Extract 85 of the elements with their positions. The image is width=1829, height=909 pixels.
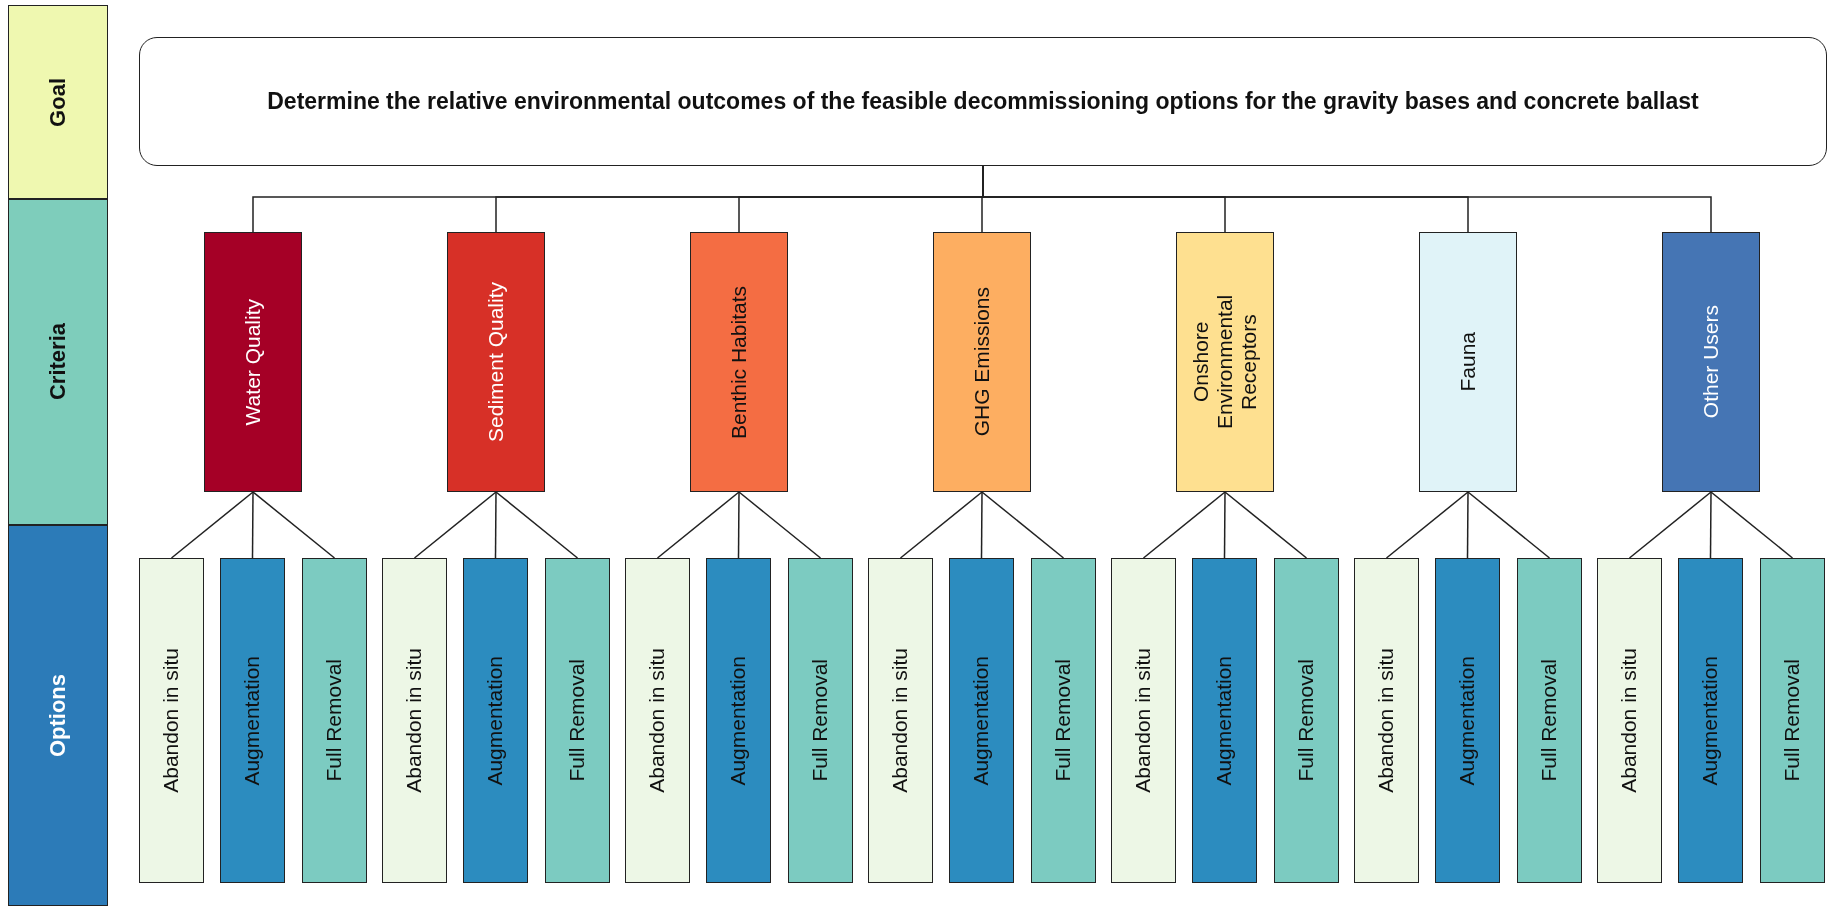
connector-line	[1710, 491, 1794, 559]
criterion-box	[1419, 232, 1517, 492]
connector-line	[1467, 491, 1551, 559]
option-label: Abandon in situ	[1617, 648, 1642, 793]
option-box	[1274, 558, 1339, 883]
option-label: Abandon in situ	[888, 648, 913, 793]
option-label: Full Removal	[1294, 659, 1319, 782]
option-box	[1354, 558, 1419, 883]
option-box	[1517, 558, 1582, 883]
connector-line	[252, 491, 336, 559]
option-box	[463, 558, 528, 883]
connector-line	[1466, 491, 1469, 559]
tier-band	[8, 525, 108, 906]
option-box	[1760, 558, 1825, 883]
criterion-box	[447, 232, 545, 492]
option-label: Abandon in situ	[402, 648, 427, 793]
connector-line	[737, 491, 740, 559]
option-label: Abandon in situ	[1374, 648, 1399, 793]
tier-label: Criteria	[45, 323, 71, 401]
tier-band	[8, 199, 108, 525]
tier-label: Goal	[45, 77, 71, 127]
tier-band	[8, 5, 108, 199]
criterion-box	[933, 232, 1031, 492]
connector-line	[170, 491, 254, 559]
option-box	[139, 558, 204, 883]
option-box	[382, 558, 447, 883]
option-box	[1192, 558, 1257, 883]
option-box	[1031, 558, 1096, 883]
option-box	[949, 558, 1014, 883]
option-box	[706, 558, 771, 883]
option-label: Abandon in situ	[1131, 648, 1156, 793]
connector-line	[738, 491, 822, 559]
criterion-label: Sediment Quality	[483, 282, 508, 442]
connector-line	[1223, 491, 1226, 559]
connector-line	[981, 491, 1065, 559]
connector-line	[1709, 491, 1712, 559]
option-label: Augmentation	[1212, 655, 1237, 786]
criterion-label: Fauna	[1455, 332, 1480, 392]
option-label: Abandon in situ	[159, 648, 184, 793]
criterion-box	[1662, 232, 1760, 492]
option-label: Full Removal	[565, 659, 590, 782]
goal-box	[139, 37, 1827, 166]
connector-line	[494, 491, 497, 559]
connector-line	[413, 491, 497, 559]
connector-line	[1224, 491, 1308, 559]
criterion-label: Water Quality	[240, 298, 265, 426]
connector-line	[980, 491, 983, 559]
criterion-label: GHG Emissions	[969, 287, 994, 437]
connector-line	[899, 491, 983, 559]
connector-line	[1628, 491, 1712, 559]
option-box	[1435, 558, 1500, 883]
option-box	[1111, 558, 1176, 883]
option-box	[545, 558, 610, 883]
option-label: Full Removal	[322, 659, 347, 782]
goal-text: Determine the relative environmental outcomes of the feasible decommissioning options for the gravity bases and concrete ballast	[267, 87, 1699, 117]
connector-line	[495, 491, 579, 559]
connector-line	[1142, 491, 1226, 559]
option-label: Full Removal	[1537, 659, 1562, 782]
connector-line	[656, 491, 740, 559]
option-label: Full Removal	[1780, 659, 1805, 782]
option-box	[625, 558, 690, 883]
option-box	[1597, 558, 1662, 883]
option-box	[220, 558, 285, 883]
criterion-box	[1176, 232, 1274, 492]
criterion-label: Onshore Environmental Receptors	[1188, 293, 1262, 432]
option-label: Abandon in situ	[645, 648, 670, 793]
option-box	[868, 558, 933, 883]
option-label: Augmentation	[483, 655, 508, 786]
option-box	[302, 558, 367, 883]
option-label: Augmentation	[240, 655, 265, 786]
tier-label: Options	[45, 673, 71, 758]
option-label: Augmentation	[726, 655, 751, 786]
option-label: Full Removal	[808, 659, 833, 782]
criterion-box	[690, 232, 788, 492]
option-label: Augmentation	[969, 655, 994, 786]
option-label: Full Removal	[1051, 659, 1076, 782]
criterion-box	[204, 232, 302, 492]
connector-line	[1385, 491, 1469, 559]
criterion-label: Benthic Habitats	[726, 285, 751, 439]
option-label: Augmentation	[1455, 655, 1480, 786]
option-box	[1678, 558, 1743, 883]
criterion-label: Other Users	[1698, 305, 1723, 419]
connector-line	[251, 491, 254, 559]
option-box	[788, 558, 853, 883]
option-label: Augmentation	[1698, 655, 1723, 786]
